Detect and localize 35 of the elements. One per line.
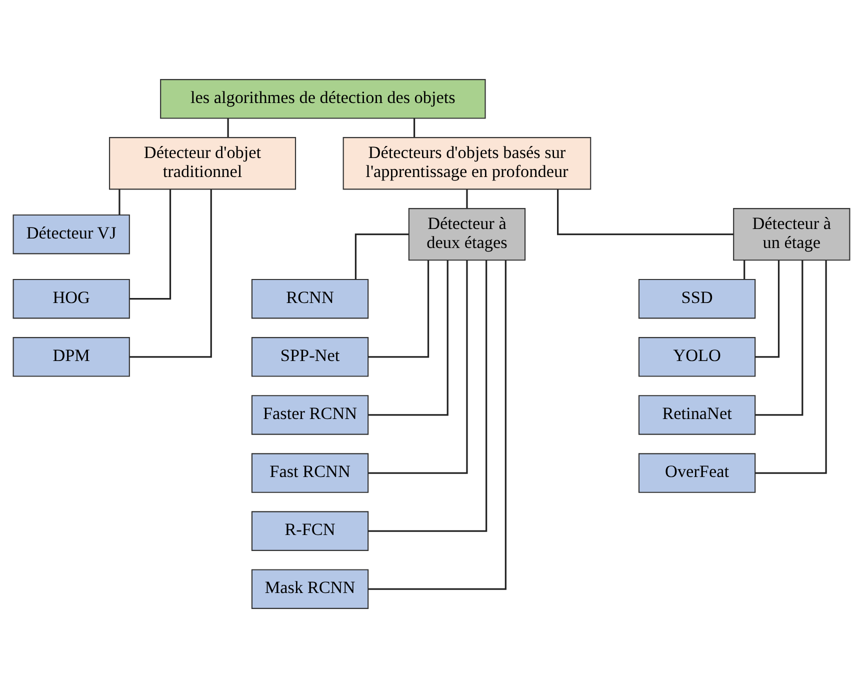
connector xyxy=(118,189,120,215)
connector xyxy=(743,260,745,280)
connector xyxy=(368,260,487,532)
node-box: Détecteur VJ xyxy=(12,214,130,254)
node-box: YOLO xyxy=(638,337,756,377)
node-box: Fast RCNN xyxy=(250,453,368,493)
connector xyxy=(466,189,468,208)
node-box: Détecteur à deux étages xyxy=(408,208,526,261)
connector xyxy=(128,190,171,300)
connector xyxy=(368,260,429,358)
connector xyxy=(354,234,408,280)
connector xyxy=(754,260,803,416)
connector xyxy=(368,260,506,590)
node-box: Détecteurs d'objets basés sur l'apprentissage en profondeur xyxy=(342,137,591,190)
node-box: RetinaNet xyxy=(638,395,756,435)
node-box: SSD xyxy=(638,278,756,319)
connector xyxy=(754,260,780,358)
node-box: R-FCN xyxy=(250,511,368,551)
connector xyxy=(413,118,415,138)
connector xyxy=(754,260,826,474)
node-box: Faster RCNN xyxy=(250,395,368,435)
node-box: DPM xyxy=(12,337,130,377)
connector xyxy=(128,190,212,358)
node-box: Détecteur à un étage xyxy=(732,208,850,261)
node-box: Détecteur d'objet traditionnel xyxy=(108,137,296,190)
connector xyxy=(368,260,448,416)
node-box: Mask RCNN xyxy=(250,569,368,609)
connector xyxy=(226,118,228,138)
node-box: RCNN xyxy=(250,278,368,319)
node-box: les algorithmes de détection des objets xyxy=(160,79,486,119)
connector xyxy=(368,260,468,474)
node-box: HOG xyxy=(12,278,130,319)
connector xyxy=(556,189,734,236)
node-box: OverFeat xyxy=(638,453,756,493)
node-box: SPP-Net xyxy=(250,337,368,377)
